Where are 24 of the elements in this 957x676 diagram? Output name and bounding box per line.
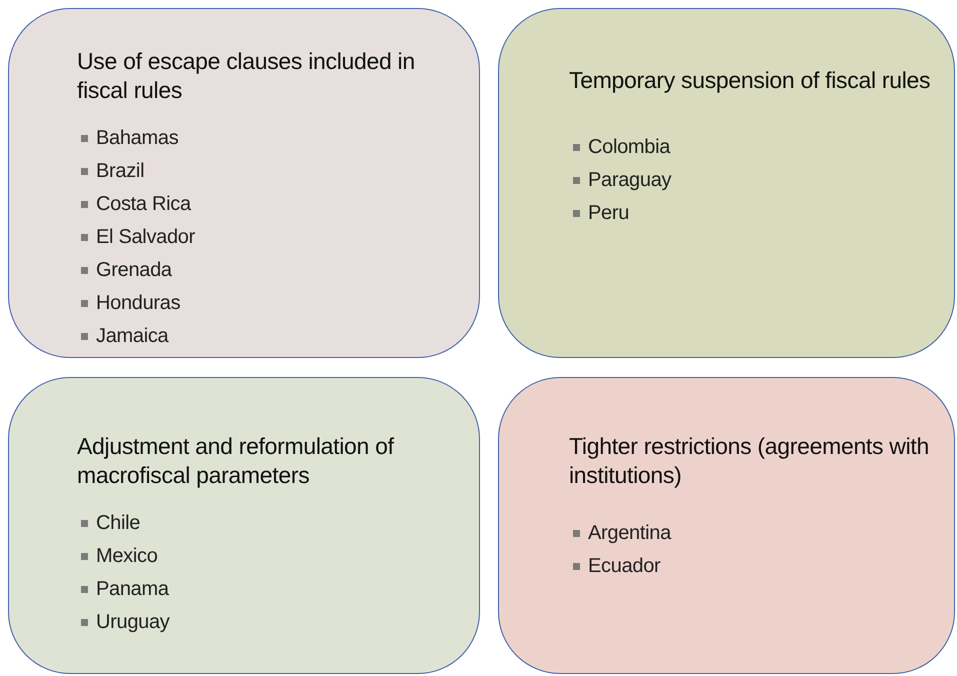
list-item: Paraguay	[588, 169, 672, 192]
list-item: Brazil	[96, 160, 144, 183]
box-heading: Tighter restrictions (agreements with institutions)	[569, 432, 930, 490]
rounded-box	[498, 8, 955, 358]
list-item: Jamaica	[96, 325, 168, 348]
list-item: Argentina	[588, 522, 671, 545]
list-item: Ecuador	[588, 555, 660, 578]
list-item: El Salvador	[96, 226, 195, 249]
rounded-box	[8, 377, 480, 674]
list-item: Costa Rica	[96, 193, 191, 216]
list-item: Colombia	[588, 136, 670, 159]
box-heading: Use of escape clauses included in fiscal rules	[77, 47, 416, 105]
rounded-box	[8, 8, 480, 358]
list-item: Uruguay	[96, 611, 170, 634]
list-item: Panama	[96, 578, 169, 601]
rounded-box	[498, 377, 955, 674]
list-item: Bahamas	[96, 127, 178, 150]
box-heading: Adjustment and reformulation of macrofiscal parameters	[77, 432, 395, 490]
list-item: Grenada	[96, 259, 172, 282]
list-item: Peru	[588, 202, 630, 225]
list-item: Chile	[96, 512, 140, 535]
list-item: Mexico	[96, 545, 158, 568]
box-heading: Temporary suspension of fiscal rules	[569, 66, 932, 95]
list-item: Honduras	[96, 292, 180, 315]
